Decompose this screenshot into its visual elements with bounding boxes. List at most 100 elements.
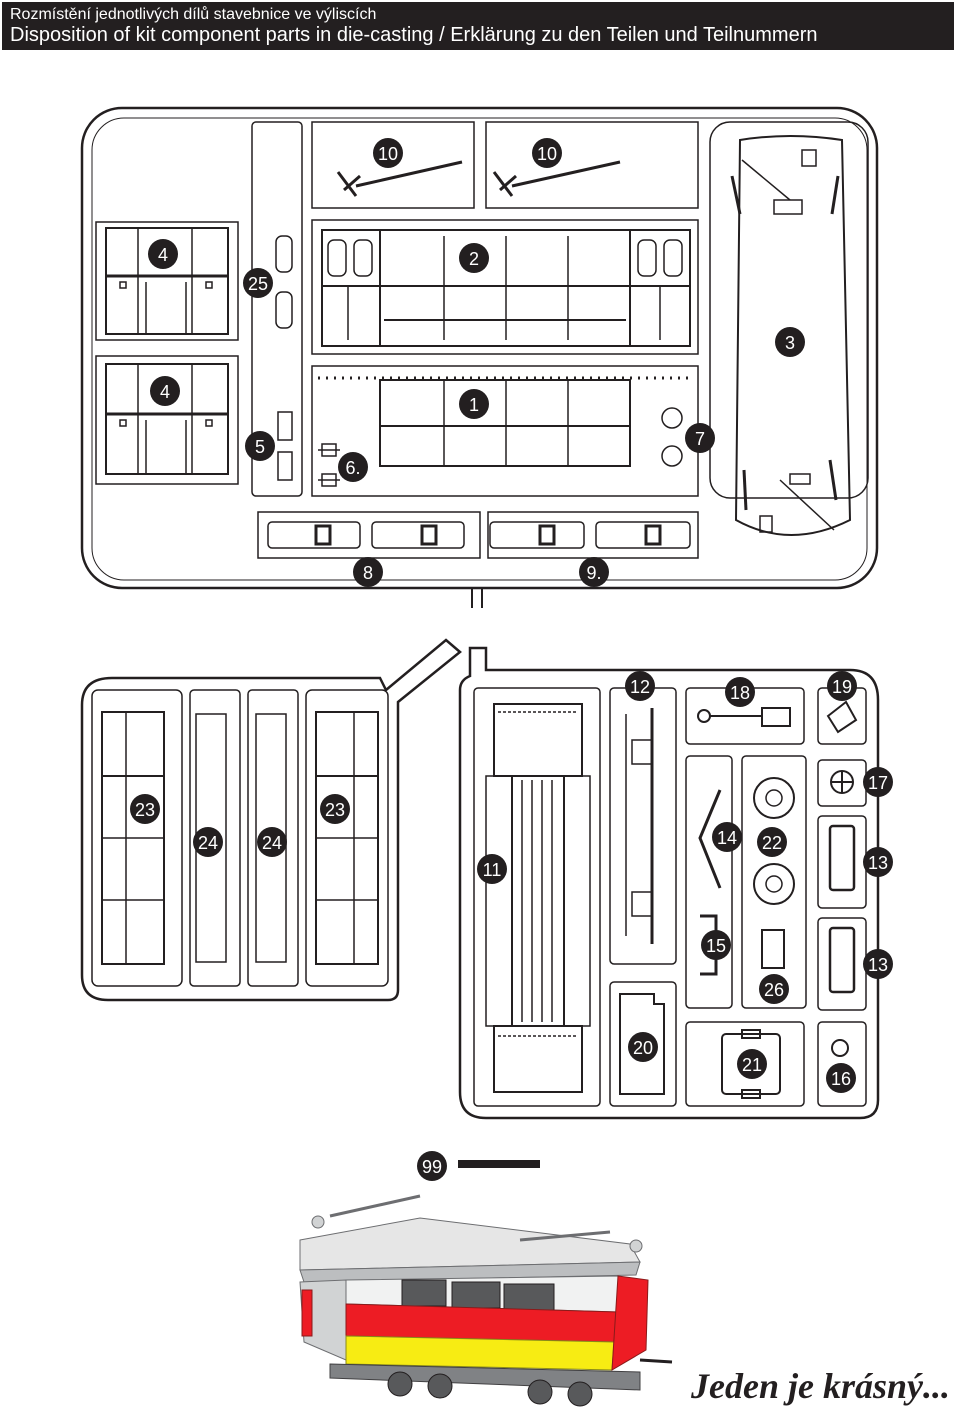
part-number-label: 18 bbox=[730, 683, 750, 703]
part-13-b bbox=[828, 926, 856, 994]
part-number-badge: 99 bbox=[417, 1151, 447, 1181]
part-number-badge: 9. bbox=[579, 557, 609, 587]
part-number-label: 23 bbox=[325, 800, 345, 820]
tram-illustration bbox=[299, 1194, 673, 1407]
part-number-badge: 11 bbox=[477, 854, 507, 884]
part-number-badge: 5 bbox=[245, 431, 275, 461]
part-number-badge: 10 bbox=[532, 138, 562, 168]
sprue-sheet-2 bbox=[80, 638, 880, 1120]
part-number-label: 24 bbox=[198, 833, 218, 853]
part-23-left bbox=[101, 711, 165, 965]
part-number-label: 17 bbox=[868, 773, 888, 793]
part-number-badge: 1 bbox=[459, 389, 489, 419]
part-21 bbox=[721, 1029, 781, 1099]
part-number-label: 20 bbox=[633, 1038, 653, 1058]
part-number-label: 11 bbox=[483, 860, 502, 880]
part-number-badge: 3 bbox=[775, 327, 805, 357]
part-number-label: 13 bbox=[868, 853, 888, 873]
part-19 bbox=[826, 700, 858, 734]
part-number-badge: 18 bbox=[725, 677, 755, 707]
part-25-b bbox=[275, 291, 293, 329]
part-1-side-wall bbox=[318, 376, 690, 467]
part-14 bbox=[698, 789, 722, 889]
part-17 bbox=[830, 770, 854, 794]
part-8-pieces bbox=[267, 521, 465, 549]
part-10-pole-a bbox=[336, 160, 463, 197]
part-number-badge: 17 bbox=[863, 767, 893, 797]
part-number-badge: 10 bbox=[373, 138, 403, 168]
part-13-a bbox=[828, 824, 856, 892]
part-number-badge: 14 bbox=[712, 822, 742, 852]
part-9-pieces bbox=[489, 521, 691, 549]
part-number-badge: 15 bbox=[701, 930, 731, 960]
caption-text: Jeden je krásný... bbox=[691, 1366, 950, 1406]
part-4-lower bbox=[95, 355, 239, 485]
part-10-pole-b bbox=[492, 160, 621, 197]
part-26 bbox=[761, 929, 785, 969]
header-title-english-german: Disposition of kit component parts in di… bbox=[10, 24, 818, 46]
part-22-wheels bbox=[753, 777, 795, 905]
part-number-label: 26 bbox=[764, 980, 784, 1000]
part-number-badge: 4 bbox=[150, 376, 180, 406]
part-number-label: 7 bbox=[695, 429, 705, 449]
part-7-ring-b bbox=[661, 445, 683, 467]
part-number-label: 6. bbox=[345, 458, 360, 478]
part-3-roof bbox=[730, 135, 852, 536]
part-12-bogie-frame bbox=[625, 708, 654, 944]
part-number-badge: 22 bbox=[757, 827, 787, 857]
part-number-badge: 13 bbox=[863, 949, 893, 979]
part-number-label: 16 bbox=[831, 1069, 851, 1089]
sprue-sheet-1 bbox=[80, 106, 879, 608]
part-number-label: 14 bbox=[717, 828, 737, 848]
part-20 bbox=[619, 993, 665, 1095]
header-bar: Rozmístění jednotlivých dílů stavebnice … bbox=[2, 2, 954, 50]
part-18-trolley-pole bbox=[697, 707, 791, 727]
part-23-right bbox=[315, 711, 379, 965]
part-99-bar bbox=[458, 1160, 540, 1168]
part-number-badge: 13 bbox=[863, 847, 893, 877]
part-number-label: 23 bbox=[135, 800, 155, 820]
part-number-label: 12 bbox=[630, 677, 650, 697]
part-number-badge: 7 bbox=[685, 423, 715, 453]
part-number-label: 2 bbox=[469, 249, 479, 269]
part-number-badge: 6. bbox=[338, 452, 368, 482]
part-16 bbox=[831, 1039, 849, 1057]
part-4-upper bbox=[95, 221, 239, 341]
part-25-a bbox=[275, 235, 293, 273]
part-5-b bbox=[277, 451, 293, 481]
part-number-badge: 25 bbox=[243, 268, 273, 298]
part-number-badge: 12 bbox=[625, 671, 655, 701]
part-number-label: 1 bbox=[469, 395, 479, 415]
part-number-label: 13 bbox=[868, 955, 888, 975]
part-number-label: 3 bbox=[785, 333, 795, 353]
part-number-label: 10 bbox=[378, 144, 398, 164]
part-number-badge: 2 bbox=[459, 243, 489, 273]
part-number-badge: 16 bbox=[826, 1063, 856, 1093]
part-number-label: 4 bbox=[160, 382, 170, 402]
part-number-label: 99 bbox=[422, 1157, 442, 1177]
part-number-label: 24 bbox=[262, 833, 282, 853]
part-6-small-pieces bbox=[318, 443, 340, 487]
part-2-side-wall bbox=[321, 229, 691, 347]
part-number-label: 8 bbox=[363, 563, 373, 583]
part-number-label: 19 bbox=[832, 677, 852, 697]
header-title-czech: Rozmístění jednotlivých dílů stavebnice … bbox=[10, 6, 377, 23]
part-number-label: 21 bbox=[742, 1055, 762, 1075]
part-number-label: 22 bbox=[762, 833, 782, 853]
part-number-badge: 26 bbox=[759, 974, 789, 1004]
part-number-label: 9. bbox=[586, 563, 601, 583]
part-number-badge: 20 bbox=[628, 1032, 658, 1062]
part-number-label: 4 bbox=[158, 245, 168, 265]
part-number-badge: 23 bbox=[130, 794, 160, 824]
part-7-ring-a bbox=[661, 407, 683, 429]
part-number-label: 5 bbox=[255, 437, 265, 457]
part-11-chassis bbox=[485, 703, 591, 1093]
part-number-label: 15 bbox=[706, 936, 726, 956]
part-number-badge: 23 bbox=[320, 794, 350, 824]
part-number-label: 10 bbox=[537, 144, 557, 164]
part-number-badge: 24 bbox=[257, 827, 287, 857]
part-5-a bbox=[277, 411, 293, 441]
part-number-badge: 21 bbox=[737, 1049, 767, 1079]
